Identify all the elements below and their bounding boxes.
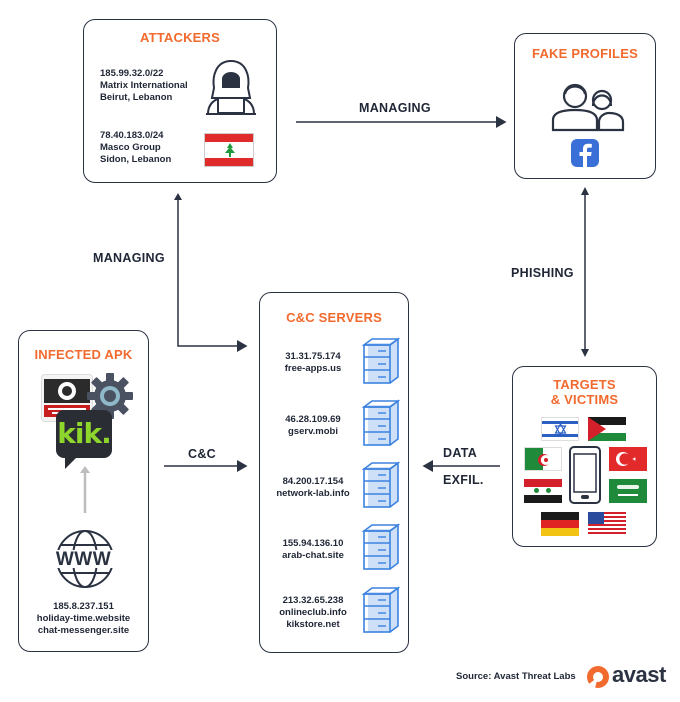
managing-top-label: MANAGING (359, 101, 431, 115)
avast-logo-icon (587, 666, 609, 688)
attackers-title: ATTACKERS (139, 30, 221, 45)
www-text: WWW (55, 549, 112, 570)
algeria-flag-icon (524, 447, 562, 471)
targets-title: TARGETS & VICTIMS (550, 377, 619, 407)
avast-brand-text: avast (612, 662, 666, 687)
fake-profiles-box: FAKE PROFILES (514, 33, 656, 179)
users-icon (551, 83, 625, 132)
server-icon (360, 461, 401, 514)
globe-www-icon (53, 530, 117, 588)
cc-servers-box: C&C SERVERS 31.31.75.174 free-apps.us 46… (259, 292, 409, 653)
data-label: DATA (443, 446, 478, 460)
fake-profiles-title: FAKE PROFILES (532, 46, 638, 61)
lebanon-flag-icon (204, 133, 254, 167)
kik-app-icon: kik. (55, 409, 113, 469)
attackers-box: ATTACKERS 185.99.32.0/22 Matrix Internat… (83, 19, 277, 183)
managing-left-label: MANAGING (93, 251, 165, 265)
apk-domain-info: 185.8.237.151 holiday-time.website chat-… (36, 601, 131, 636)
attacker-entry-2: 78.40.183.0/24 Masco Group Sidon, Lebano… (100, 130, 172, 165)
facebook-icon (571, 139, 599, 167)
managing-arrow-elbow (177, 195, 248, 352)
infected-apk-title: INFECTED APK (34, 347, 133, 362)
cc-servers-title: C&C SERVERS (286, 310, 382, 325)
server-entry: 31.31.75.174 free-apps.us (284, 351, 342, 374)
infected-apk-box: INFECTED APK kik. (18, 330, 149, 652)
server-icon (360, 523, 401, 576)
attacker-entry-1: 185.99.32.0/22 Matrix International Beir… (100, 68, 188, 103)
jordan-flag-icon (588, 417, 626, 441)
phishing-label: PHISHING (511, 266, 574, 280)
server-icon (360, 586, 401, 639)
server-entry: 155.94.136.10 arab-chat.site (282, 538, 344, 561)
cc-label: C&C (188, 447, 216, 461)
gear-icon (87, 373, 133, 419)
saudi-flag-icon (609, 479, 647, 503)
turkey-flag-icon (609, 447, 647, 471)
server-icon (360, 399, 401, 452)
server-entry: 213.32.65.238 onlineclub.info kikstore.n… (279, 595, 347, 630)
usa-flag-icon (588, 512, 626, 536)
israel-flag-icon (541, 417, 579, 441)
targets-victims-box: TARGETS & VICTIMS (512, 366, 657, 547)
hacker-icon (206, 59, 256, 115)
germany-flag-icon (541, 512, 579, 536)
server-icon (360, 337, 401, 390)
upward-arrow (80, 466, 90, 513)
server-entry: 46.28.109.69 gserv.mobi (285, 414, 341, 437)
phone-icon (569, 446, 601, 504)
exfil-label: EXFIL. (443, 473, 484, 487)
syria-flag-icon (524, 479, 562, 503)
source-credit: Source: Avast Threat Labs (456, 671, 576, 682)
server-entry: 84.200.17.154 network-lab.info (276, 476, 350, 499)
